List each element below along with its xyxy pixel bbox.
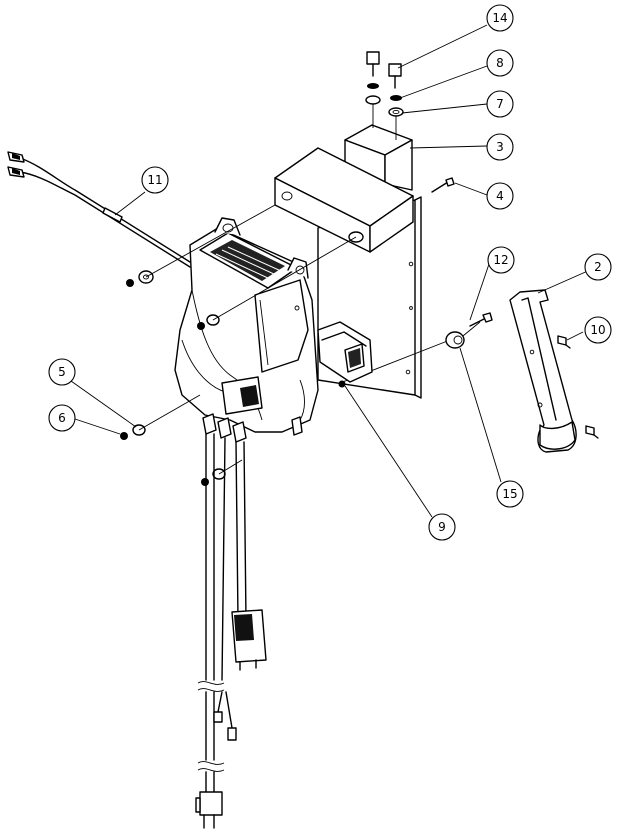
harness-connector xyxy=(317,321,373,388)
leader-lines xyxy=(70,24,591,518)
callout-10: 10 xyxy=(584,316,612,344)
callout-12: 12 xyxy=(487,246,515,274)
dc-output-cable xyxy=(7,151,191,268)
callout-8-label: 8 xyxy=(496,56,504,70)
ac-cord xyxy=(195,433,247,829)
callout-12-label: 12 xyxy=(493,253,508,267)
callout-10-label: 10 xyxy=(590,323,605,337)
callout-5: 5 xyxy=(48,358,76,386)
callout-4-label: 4 xyxy=(496,189,504,203)
callout-9: 9 xyxy=(428,513,456,541)
charger-unit xyxy=(174,217,319,443)
hanger-bracket xyxy=(509,289,577,453)
callout-2-label: 2 xyxy=(594,260,602,274)
callout-7: 7 xyxy=(486,90,514,118)
callout-3-label: 3 xyxy=(496,140,504,154)
screw-4 xyxy=(431,177,455,193)
screw-12 xyxy=(469,312,493,327)
callout-15-label: 15 xyxy=(502,487,517,501)
callout-9-label: 9 xyxy=(438,520,446,534)
callout-4: 4 xyxy=(486,182,514,210)
callout-2: 2 xyxy=(584,253,612,281)
callout-15: 15 xyxy=(496,480,524,508)
top-bolts xyxy=(366,51,402,89)
top-washers xyxy=(365,83,404,140)
callout-8: 8 xyxy=(486,49,514,77)
callout-14-label: 14 xyxy=(492,11,507,25)
callout-6: 6 xyxy=(48,404,76,432)
bumper-15 xyxy=(445,331,465,349)
screws-10 xyxy=(557,335,599,439)
callout-11-label: 11 xyxy=(147,173,162,187)
mount-nuts-lower xyxy=(120,424,226,486)
callout-6-label: 6 xyxy=(58,411,66,425)
callout-14: 14 xyxy=(486,4,514,32)
cord-connector-block xyxy=(231,609,267,671)
callout-7-label: 7 xyxy=(496,97,504,111)
callout-5-label: 5 xyxy=(58,365,66,379)
callout-3: 3 xyxy=(486,133,514,161)
callout-11: 11 xyxy=(141,166,169,194)
